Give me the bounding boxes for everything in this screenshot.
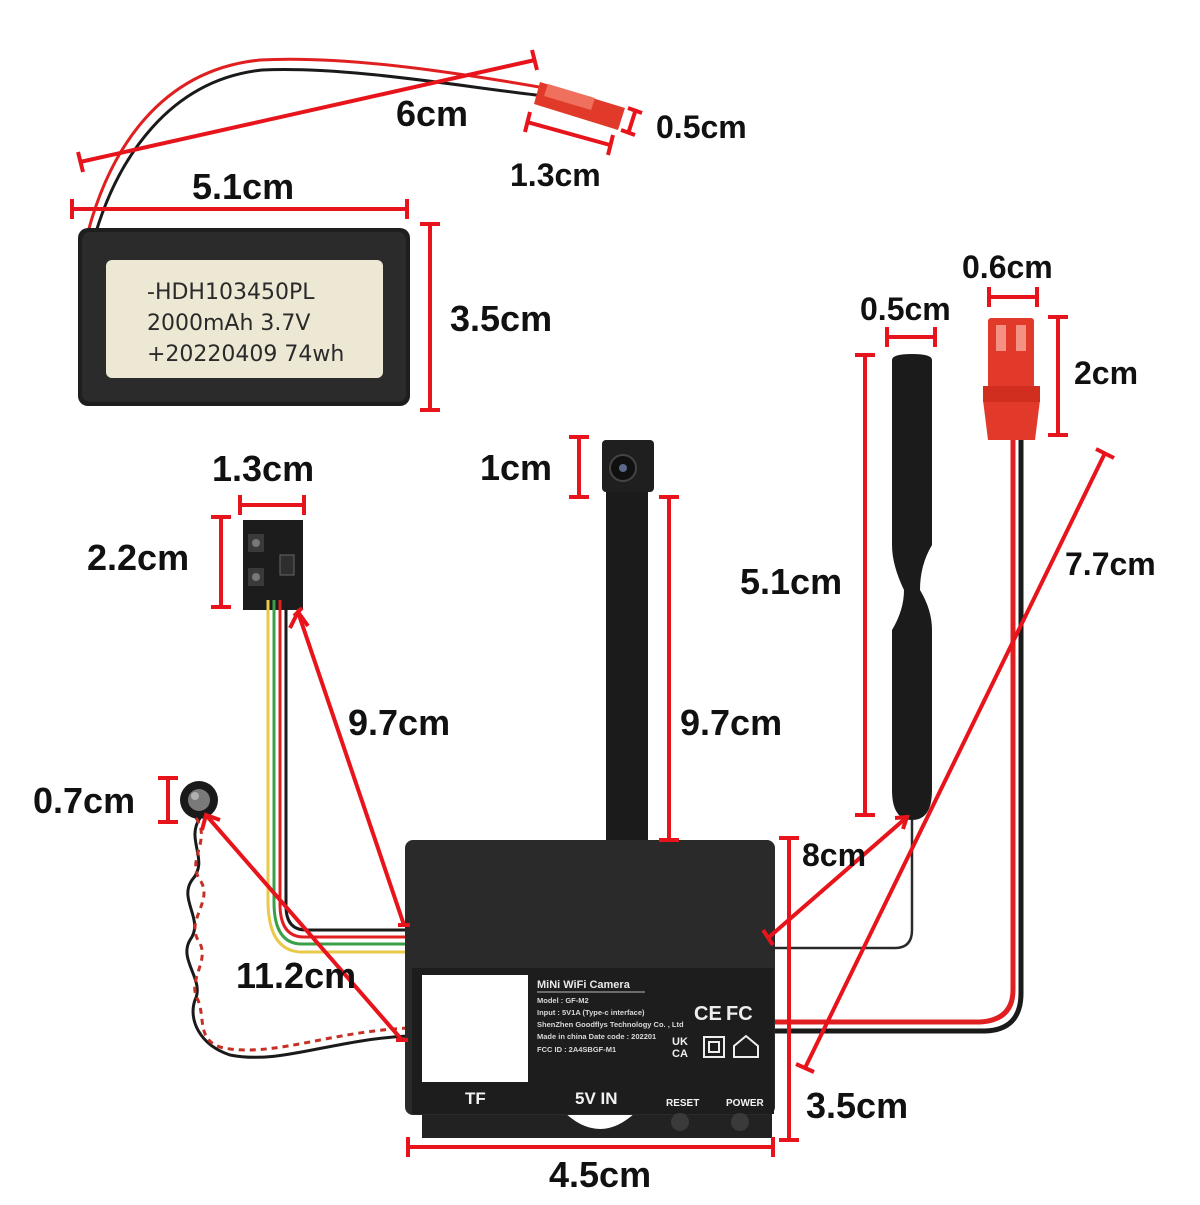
dim-battery-width: 5.1cm xyxy=(192,166,294,207)
button-board xyxy=(243,520,303,610)
dim-module-width: 4.5cm xyxy=(549,1154,651,1195)
tf-slot-label: TF xyxy=(465,1089,486,1108)
dim-battery-height: 3.5cm xyxy=(450,298,552,339)
dim-connector-length: 1.3cm xyxy=(510,157,601,193)
ukca-mark-icon-bottom: CA xyxy=(672,1048,688,1060)
battery-label-line-2: 2000mAh 3.7V xyxy=(147,311,310,336)
dimension-lines xyxy=(70,49,1115,1157)
dim-antenna-cable: 8cm xyxy=(802,837,866,873)
dimension-labels: 6cm 0.5cm 1.3cm 5.1cm 3.5cm 0.5cm 0.6cm … xyxy=(33,93,1156,1195)
dim-led-size: 0.7cm xyxy=(33,780,135,821)
module-fcc-id: FCC ID : 2A4SBGF-M1 xyxy=(537,1045,616,1054)
camera-lens xyxy=(602,440,654,492)
battery-label-line-1: -HDH103450PL xyxy=(147,280,315,305)
power-cable xyxy=(775,440,1024,1034)
dim-antenna-length: 5.1cm xyxy=(740,561,842,602)
module-input: Input : 5V1A (Type-c interface) xyxy=(537,1008,645,1017)
dim-module-height: 3.5cm xyxy=(806,1085,908,1126)
qr-label-blank xyxy=(422,975,528,1082)
camera-module: MiNi WiFi Camera Model : GF-M2 Input : 5… xyxy=(405,840,775,1138)
dim-button-board-width: 1.3cm xyxy=(212,448,314,489)
battery-label-line-3: +20220409 74wh xyxy=(147,342,344,367)
reset-button-label: RESET xyxy=(666,1098,699,1109)
dim-button-cable: 9.7cm xyxy=(348,702,450,743)
dim-plug-height: 2cm xyxy=(1074,355,1138,391)
led-twisted-wire xyxy=(185,817,409,1059)
battery: -HDH103450PL 2000mAh 3.7V +20220409 74wh xyxy=(78,57,625,406)
led-indicator xyxy=(180,781,218,819)
lens-flex-cable xyxy=(606,492,648,844)
dim-button-board-height: 2.2cm xyxy=(87,537,189,578)
dim-led-cable: 11.2cm xyxy=(236,955,356,996)
module-made-in: Made in china Date code : 202201 xyxy=(537,1032,656,1041)
home-mark-icon xyxy=(733,1034,759,1058)
power-button-label: POWER xyxy=(726,1098,765,1109)
module-model: Model : GF-M2 xyxy=(537,996,589,1005)
power-plug xyxy=(983,318,1040,440)
ce-mark-icon: CE xyxy=(694,1003,722,1025)
ukca-mark-icon-top: UK xyxy=(672,1036,688,1048)
button-board-wires xyxy=(266,600,408,954)
dim-connector-width: 0.5cm xyxy=(656,109,747,145)
square-mark-icon xyxy=(703,1036,725,1058)
dim-plug-width: 0.6cm xyxy=(962,249,1053,285)
power-button xyxy=(731,1113,749,1131)
dim-power-cable: 7.7cm xyxy=(1065,546,1156,582)
antenna xyxy=(775,354,932,950)
jst-connector xyxy=(534,82,625,130)
dim-lens-cable: 9.7cm xyxy=(680,702,782,743)
dim-battery-wire: 6cm xyxy=(396,93,468,134)
reset-button xyxy=(671,1113,689,1131)
module-title: MiNi WiFi Camera xyxy=(537,979,631,991)
fc-mark-icon: FC xyxy=(726,1003,753,1025)
dim-lens-size: 1cm xyxy=(480,447,552,488)
usb-port-label: 5V IN xyxy=(575,1089,618,1108)
module-maker: ShenZhen Goodflys Technology Co. , Ltd xyxy=(537,1020,684,1029)
dim-antenna-width: 0.5cm xyxy=(860,291,951,327)
